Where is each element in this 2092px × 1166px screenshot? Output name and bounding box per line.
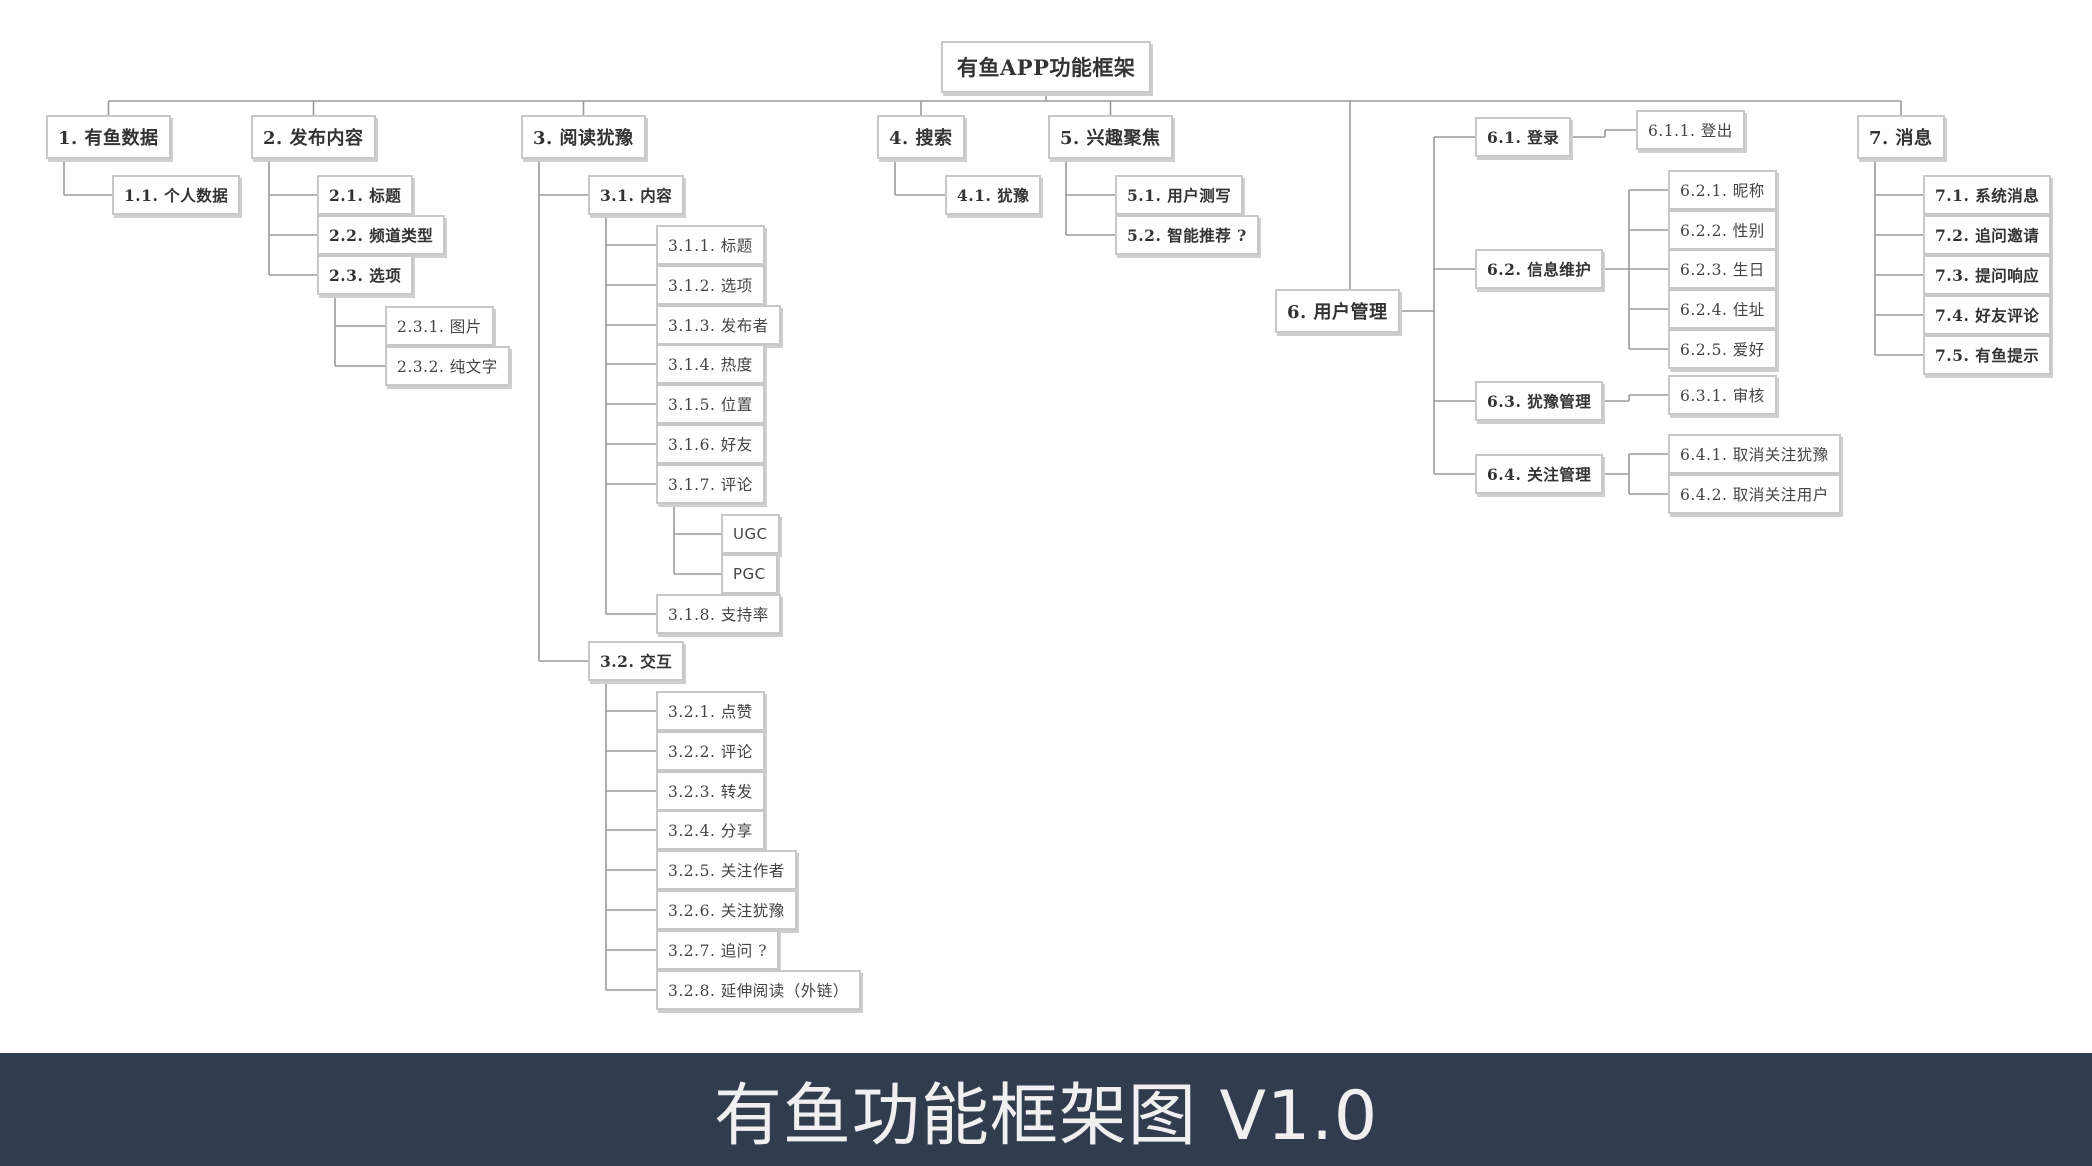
node-7-3: 7.3. 提问响应 [1923, 255, 2052, 295]
node-6-2-1: 6.2.1. 昵称 [1668, 170, 1777, 210]
node-6-2-3: 6.2.3. 生日 [1668, 249, 1777, 289]
node-ugc: UGC [721, 514, 780, 554]
node-6-4-2: 6.4.2. 取消关注用户 [1668, 474, 1841, 514]
node-3-1-8: 3.1.8. 支持率 [656, 594, 781, 634]
node-pgc: PGC [721, 554, 778, 594]
node-6-1-1: 6.1.1. 登出 [1636, 110, 1745, 150]
node-3-1-6: 3.1.6. 好友 [656, 424, 765, 464]
node-3-2-3: 3.2.3. 转发 [656, 771, 765, 811]
node-6-4: 6.4. 关注管理 [1475, 454, 1604, 494]
node-2-3-1: 2.3.1. 图片 [385, 306, 494, 346]
module-4-node: 4. 搜索 [877, 115, 965, 159]
node-6-2-4: 6.2.4. 住址 [1668, 289, 1777, 329]
footer-title: 有鱼功能框架图 V1.0 [713, 1077, 1379, 1156]
node-2-1: 2.1. 标题 [317, 175, 414, 215]
node-3-1-3: 3.1.3. 发布者 [656, 305, 781, 345]
node-6-3: 6.3. 犹豫管理 [1475, 381, 1604, 421]
node-3-2: 3.2. 交互 [588, 641, 685, 681]
connector-lines [63, 93, 1923, 991]
module-1-node: 1. 有鱼数据 [46, 115, 171, 159]
node-3-1-7: 3.1.7. 评论 [656, 464, 765, 504]
node-3-1-4: 3.1.4. 热度 [656, 344, 765, 384]
node-2-2: 2.2. 频道类型 [317, 215, 446, 255]
node-3-2-5: 3.2.5. 关注作者 [656, 850, 797, 890]
node-6-2-5: 6.2.5. 爱好 [1668, 329, 1777, 369]
node-7-4: 7.4. 好友评论 [1923, 295, 2052, 335]
node-5-2: 5.2. 智能推荐 ? [1115, 215, 1259, 255]
node-2-3-2: 2.3.2. 纯文字 [385, 346, 510, 386]
feature-framework-diagram: 有鱼APP功能框架 1. 有鱼数据 1.1. 个人数据 2. 发布内容 2.1.… [46, 41, 2052, 1010]
node-3-2-6: 3.2.6. 关注犹豫 [656, 890, 797, 930]
node-5-1: 5.1. 用户测写 [1115, 175, 1244, 215]
node-7-2: 7.2. 追问邀请 [1923, 215, 2052, 255]
node-6-3-1: 6.3.1. 审核 [1668, 375, 1777, 415]
node-6-1: 6.1. 登录 [1475, 117, 1572, 157]
footer-banner: 有鱼功能框架图 V1.0 [0, 1053, 2092, 1166]
node-2-3: 2.3. 选项 [317, 255, 414, 295]
module-6-node: 6. 用户管理 [1275, 289, 1400, 333]
node-3-2-2: 3.2.2. 评论 [656, 731, 765, 771]
root-node: 有鱼APP功能框架 [941, 41, 1152, 93]
node-3-1-1: 3.1.1. 标题 [656, 225, 765, 265]
node-3-2-7: 3.2.7. 追问 ? [656, 930, 780, 970]
node-6-2-2: 6.2.2. 性别 [1668, 210, 1777, 250]
node-3-1: 3.1. 内容 [588, 175, 685, 215]
node-7-5: 7.5. 有鱼提示 [1923, 335, 2052, 375]
node-6-4-1: 6.4.1. 取消关注犹豫 [1668, 434, 1841, 474]
module-3-node: 3. 阅读犹豫 [521, 115, 646, 159]
module-5-node: 5. 兴趣聚焦 [1048, 115, 1173, 159]
node-3-1-5: 3.1.5. 位置 [656, 384, 765, 424]
node-3-2-1: 3.2.1. 点赞 [656, 691, 765, 731]
node-7-1: 7.1. 系统消息 [1923, 175, 2052, 215]
node-3-1-2: 3.1.2. 选项 [656, 265, 765, 305]
node-3-2-4: 3.2.4. 分享 [656, 810, 765, 850]
module-2-node: 2. 发布内容 [251, 115, 376, 159]
module-7-node: 7. 消息 [1857, 115, 1945, 159]
node-3-2-8: 3.2.8. 延伸阅读（外链） [656, 970, 861, 1010]
node-6-2: 6.2. 信息维护 [1475, 249, 1604, 289]
node-4-1: 4.1. 犹豫 [945, 175, 1042, 215]
node-1-1: 1.1. 个人数据 [112, 175, 241, 215]
